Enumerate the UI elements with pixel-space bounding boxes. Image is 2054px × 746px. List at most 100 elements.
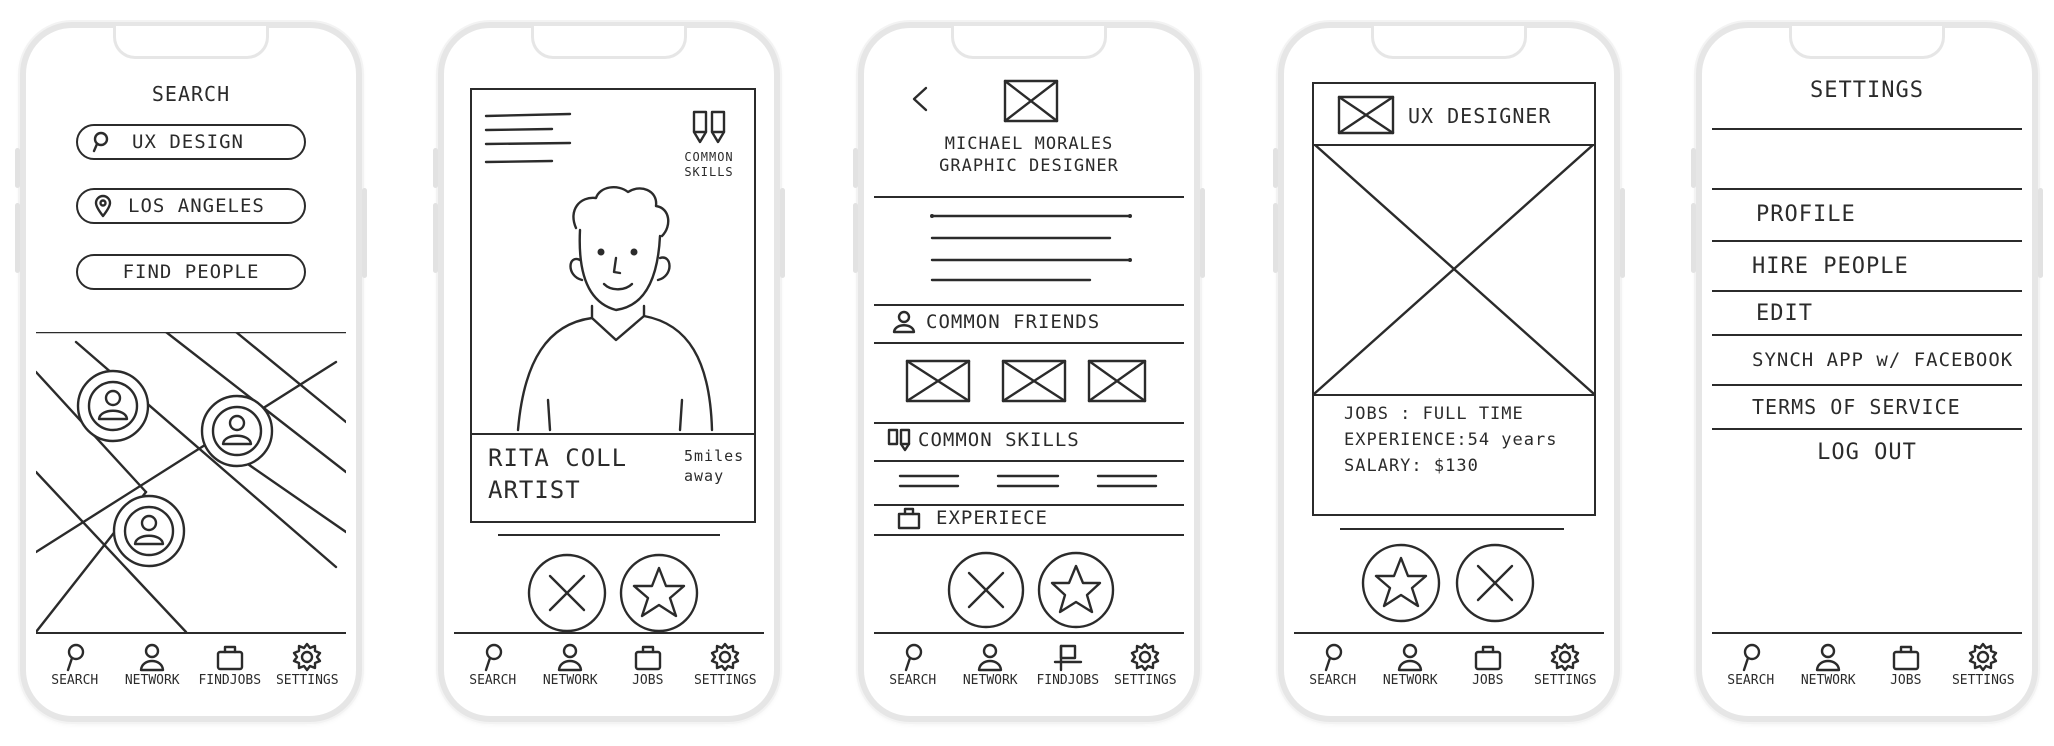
phone-search: SEARCH UX DESIGN LOS ANGELES FIND PEOPLE bbox=[15, 22, 367, 722]
person-role: ARTIST bbox=[488, 476, 581, 504]
menu-icon[interactable] bbox=[482, 110, 574, 174]
map-person-pin[interactable] bbox=[198, 392, 276, 470]
settings-item-profile[interactable]: PROFILE bbox=[1712, 188, 2022, 242]
tab-label: SETTINGS bbox=[1113, 673, 1177, 688]
star-icon bbox=[1050, 564, 1102, 614]
tab-search[interactable]: SEARCH bbox=[1712, 642, 1790, 688]
network-icon bbox=[978, 643, 1003, 672]
tab-jobs[interactable]: JOBS bbox=[609, 642, 687, 688]
tab-settings[interactable]: SETTINGS bbox=[1945, 642, 2023, 688]
tab-bar: SEARCH NETWORK FINDJOBS SETTINGS bbox=[874, 632, 1184, 702]
settings-item-edit[interactable]: EDIT bbox=[1712, 292, 2022, 336]
find-people-button[interactable]: FIND PEOPLE bbox=[76, 254, 306, 290]
gear-icon bbox=[1131, 642, 1160, 672]
search-input[interactable]: UX DESIGN bbox=[76, 124, 306, 160]
swipe-screen: COMMON SKILLS RITA COLL ARTIST bbox=[454, 42, 764, 702]
gear-icon bbox=[293, 642, 322, 672]
location-input[interactable]: LOS ANGELES bbox=[76, 188, 306, 224]
gear-icon bbox=[1551, 642, 1580, 672]
map-person-pin[interactable] bbox=[74, 367, 152, 445]
search-icon bbox=[92, 131, 109, 153]
settings-item-label: EDIT bbox=[1756, 300, 1813, 326]
tab-label: SETTINGS bbox=[275, 673, 339, 688]
search-icon bbox=[66, 643, 84, 672]
favorite-button[interactable] bbox=[1036, 550, 1116, 630]
job-experience: EXPERIENCE:54 years bbox=[1344, 430, 1558, 450]
job-salary: SALARY: $130 bbox=[1344, 456, 1479, 476]
tab-search[interactable]: SEARCH bbox=[1294, 642, 1372, 688]
tab-label: NETWORK bbox=[124, 673, 180, 688]
profile-role: GRAPHIC DESIGNER bbox=[939, 156, 1119, 176]
search-screen: SEARCH UX DESIGN LOS ANGELES FIND PEOPLE bbox=[36, 42, 346, 702]
tab-network[interactable]: NETWORK bbox=[952, 642, 1030, 688]
friend-photo[interactable] bbox=[1086, 358, 1148, 404]
back-arrow-icon[interactable] bbox=[908, 84, 932, 114]
gear-icon bbox=[711, 642, 740, 672]
tab-jobs[interactable]: JOBS bbox=[1867, 642, 1945, 688]
flag-icon bbox=[1053, 644, 1082, 672]
location-value: LOS ANGELES bbox=[128, 195, 265, 217]
find-people-label: FIND PEOPLE bbox=[122, 261, 260, 283]
tab-label: SEARCH bbox=[1309, 673, 1357, 688]
job-screen: UX DESIGNER JOBS : FULL TIME EXPERIENCE:… bbox=[1294, 42, 1604, 702]
star-icon bbox=[1374, 556, 1428, 608]
experience-header: EXPERIECE bbox=[896, 506, 1048, 530]
tab-bar: SEARCH NETWORK JOBS SETTINGS bbox=[1294, 632, 1604, 702]
favorite-button[interactable] bbox=[1360, 542, 1442, 624]
reject-button[interactable] bbox=[1454, 542, 1536, 624]
tab-label: SEARCH bbox=[889, 673, 937, 688]
settings-item-label: TERMS OF SERVICE bbox=[1752, 395, 1961, 419]
favorite-button[interactable] bbox=[618, 552, 700, 634]
tab-settings[interactable]: SETTINGS bbox=[687, 642, 765, 688]
briefcase-icon bbox=[1892, 645, 1919, 671]
map-person-pin[interactable] bbox=[110, 492, 188, 570]
network-icon bbox=[1398, 643, 1423, 672]
profile-screen: MICHAEL MORALES GRAPHIC DESIGNER COMMON … bbox=[874, 42, 1184, 702]
tab-findjobs[interactable]: FINDJOBS bbox=[1029, 642, 1107, 688]
friend-photo[interactable] bbox=[1000, 358, 1068, 404]
tab-label: NETWORK bbox=[1382, 673, 1438, 688]
settings-item-label: HIRE PEOPLE bbox=[1752, 253, 1909, 279]
tab-label: SEARCH bbox=[51, 673, 99, 688]
profile-card[interactable]: COMMON SKILLS RITA COLL ARTIST bbox=[470, 88, 756, 523]
settings-item-terms[interactable]: TERMS OF SERVICE bbox=[1712, 386, 2022, 430]
settings-item-hire-people[interactable]: HIRE PEOPLE bbox=[1712, 242, 2022, 292]
tab-network[interactable]: NETWORK bbox=[532, 642, 610, 688]
distance-label: 5miles away bbox=[684, 447, 745, 485]
tab-network[interactable]: NETWORK bbox=[1372, 642, 1450, 688]
image-placeholder-icon bbox=[1337, 95, 1395, 135]
settings-item-sync-facebook[interactable]: SYNCH APP w/ FACEBOOK bbox=[1712, 336, 2022, 386]
tab-label: SEARCH bbox=[1727, 673, 1775, 688]
friend-photo[interactable] bbox=[904, 358, 972, 404]
search-icon bbox=[484, 643, 502, 672]
tab-label: NETWORK bbox=[1800, 673, 1856, 688]
briefcase-icon bbox=[216, 645, 243, 671]
search-icon bbox=[1742, 643, 1760, 672]
job-type: JOBS : FULL TIME bbox=[1344, 404, 1524, 424]
tab-search[interactable]: SEARCH bbox=[874, 642, 952, 688]
reject-button[interactable] bbox=[526, 552, 608, 634]
tab-label: FINDJOBS bbox=[198, 673, 262, 688]
tab-search[interactable]: SEARCH bbox=[454, 642, 532, 688]
tab-label: NETWORK bbox=[542, 673, 598, 688]
settings-item-logout[interactable]: LOG OUT bbox=[1712, 430, 2022, 474]
phone-swipe: COMMON SKILLS RITA COLL ARTIST bbox=[433, 22, 785, 722]
settings-item-label: LOG OUT bbox=[1817, 439, 1917, 465]
common-skills-label: COMMON SKILLS bbox=[684, 150, 734, 179]
tab-settings[interactable]: SETTINGS bbox=[1107, 642, 1185, 688]
star-icon bbox=[632, 566, 686, 618]
tab-label: NETWORK bbox=[962, 673, 1018, 688]
network-icon bbox=[558, 643, 583, 672]
job-card[interactable]: UX DESIGNER JOBS : FULL TIME EXPERIENCE:… bbox=[1312, 82, 1596, 516]
page-title: SEARCH bbox=[151, 82, 231, 106]
briefcase-icon bbox=[897, 507, 921, 530]
tab-settings[interactable]: SETTINGS bbox=[1527, 642, 1605, 688]
reject-button[interactable] bbox=[946, 550, 1026, 630]
skills-lines bbox=[898, 474, 1158, 488]
tab-search[interactable]: SEARCH bbox=[36, 642, 114, 688]
tab-jobs[interactable]: JOBS bbox=[1449, 642, 1527, 688]
tab-network[interactable]: NETWORK bbox=[114, 642, 192, 688]
tab-settings[interactable]: SETTINGS bbox=[269, 642, 347, 688]
tab-findjobs[interactable]: FINDJOBS bbox=[191, 642, 269, 688]
tab-network[interactable]: NETWORK bbox=[1790, 642, 1868, 688]
